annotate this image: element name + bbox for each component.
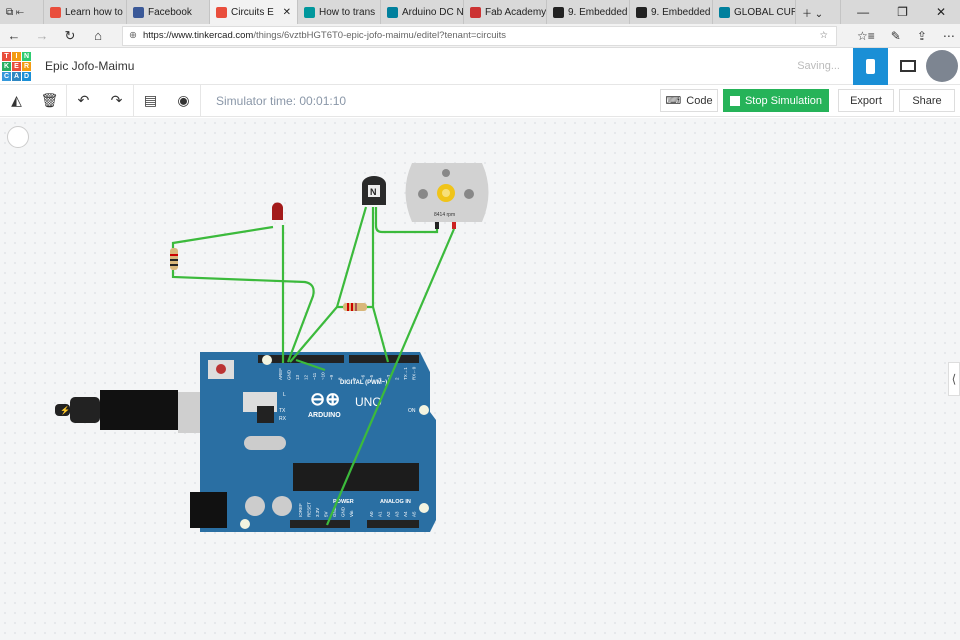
- tab-label: How to trans: [319, 6, 376, 18]
- logo-letter: R: [22, 61, 31, 71]
- favicon-icon: [387, 6, 398, 18]
- tab-label: GLOBAL CUR: [734, 6, 796, 18]
- share-button[interactable]: Share: [899, 89, 955, 112]
- component-list-icon[interactable]: [900, 60, 916, 72]
- browser-tab[interactable]: Learn how to: [44, 0, 127, 24]
- new-tab-button[interactable]: ＋ ⌄: [796, 0, 841, 24]
- favicon-icon: [133, 6, 144, 18]
- delete-icon[interactable]: 🗑: [40, 92, 59, 108]
- favicon-icon: [719, 6, 730, 18]
- tab-label: Facebook: [148, 6, 192, 18]
- undo-icon[interactable]: ↶: [77, 92, 90, 108]
- tab-label: Arduino DC N: [402, 6, 464, 18]
- favicon-icon: [470, 6, 481, 18]
- code-button[interactable]: ⌨ Code: [660, 89, 718, 112]
- globe-icon: ⊕: [129, 30, 137, 41]
- code-icon: ⌨: [665, 95, 682, 107]
- editor-toolbar: ◭ 🗑 ↶ ↷ ▤ ◉ Simulator time: 00:01:10 ⌨ Co…: [0, 84, 960, 117]
- save-status: Saving...: [797, 60, 840, 72]
- url-domain: https://www.tinkercad.com: [142, 30, 254, 41]
- logo-letter: E: [12, 61, 21, 71]
- close-tab-icon[interactable]: ✕: [282, 6, 291, 18]
- tab-label: 9. Embedded: [568, 6, 628, 18]
- design-title[interactable]: Epic Jofo-Maimu: [45, 59, 135, 73]
- browser-tab-bar: ⧉ ⇤ Learn how to Facebook Circuits E ✕ How t…: [0, 0, 960, 24]
- home-icon[interactable]: ⌂: [94, 28, 102, 43]
- restore-icon[interactable]: ❐: [897, 5, 908, 19]
- fit-view-button[interactable]: [7, 126, 29, 148]
- stop-icon: [729, 95, 740, 106]
- close-icon[interactable]: ✕: [935, 5, 946, 19]
- code-label: Code: [686, 94, 713, 107]
- logo-letter: T: [2, 51, 11, 61]
- browser-tab[interactable]: Arduino DC N: [381, 0, 464, 24]
- browser-tab[interactable]: How to trans: [298, 0, 381, 24]
- simulator-time: Simulator time: 00:01:10: [216, 93, 347, 108]
- logo-letter: D: [22, 71, 31, 81]
- workplane[interactable]: ⟨: [0, 118, 960, 640]
- browser-tab[interactable]: Fab Academy: [464, 0, 547, 24]
- browser-tab[interactable]: 9. Embedded: [547, 0, 630, 24]
- address-bar-row: ← → ↻ ⌂ ⊕ https://www.tinkercad.com/thing…: [0, 24, 960, 48]
- browser-tab[interactable]: Circuits E ✕: [210, 0, 298, 24]
- logo-letter: I: [12, 51, 21, 61]
- browser-tab[interactable]: GLOBAL CUR: [713, 0, 796, 24]
- tab-label: Fab Academy: [485, 6, 547, 18]
- browser-tab[interactable]: Facebook: [127, 0, 210, 24]
- tab-actions[interactable]: ⧉ ⇤: [0, 0, 44, 24]
- share-icon[interactable]: ⇪: [916, 28, 927, 43]
- notes-icon[interactable]: ▤: [143, 92, 158, 108]
- pen-icon[interactable]: ✎: [890, 28, 901, 43]
- forward-icon[interactable]: →: [35, 28, 49, 43]
- favicon-icon: [304, 6, 315, 18]
- logo-letter: K: [2, 61, 11, 71]
- url-input[interactable]: ⊕ https://www.tinkercad.com/things/6vztbH…: [122, 25, 837, 46]
- stop-simulation-button[interactable]: Stop Simulation: [723, 89, 829, 112]
- export-button[interactable]: Export: [838, 89, 894, 112]
- minimize-icon[interactable]: —: [857, 5, 870, 19]
- star-icon[interactable]: ☆: [819, 30, 828, 41]
- favicon-icon: [216, 6, 227, 18]
- browser-tab[interactable]: 9. Embedded: [630, 0, 713, 24]
- tab-label: 9. Embedded: [651, 6, 711, 18]
- favicon-icon: [50, 6, 61, 18]
- more-icon[interactable]: ⋯: [942, 28, 955, 43]
- tab-label: Circuits E: [231, 6, 274, 18]
- stop-label: Stop Simulation: [744, 94, 823, 107]
- chip-icon: [866, 59, 875, 74]
- visibility-icon[interactable]: ◉: [177, 92, 190, 108]
- favicon-icon: [553, 6, 564, 18]
- components-panel-toggle[interactable]: ⟨: [948, 362, 960, 396]
- refresh-icon[interactable]: ↻: [64, 27, 76, 43]
- circuit-view-button[interactable]: [853, 48, 888, 85]
- url-path: /things/6vztbHGT6T0-epic-jofo-maimu/edit…: [253, 30, 506, 41]
- logo-letter: N: [22, 51, 31, 61]
- logo-letter: A: [12, 71, 21, 81]
- favicon-icon: [636, 6, 647, 18]
- user-avatar[interactable]: [926, 50, 958, 82]
- favorites-icon[interactable]: ☆≡: [857, 28, 875, 43]
- logo-letter: C: [2, 71, 11, 81]
- redo-icon[interactable]: ↷: [110, 92, 123, 108]
- rotate-icon[interactable]: ◭: [11, 92, 22, 108]
- tab-label: Learn how to: [65, 6, 123, 18]
- back-icon[interactable]: ←: [7, 28, 21, 43]
